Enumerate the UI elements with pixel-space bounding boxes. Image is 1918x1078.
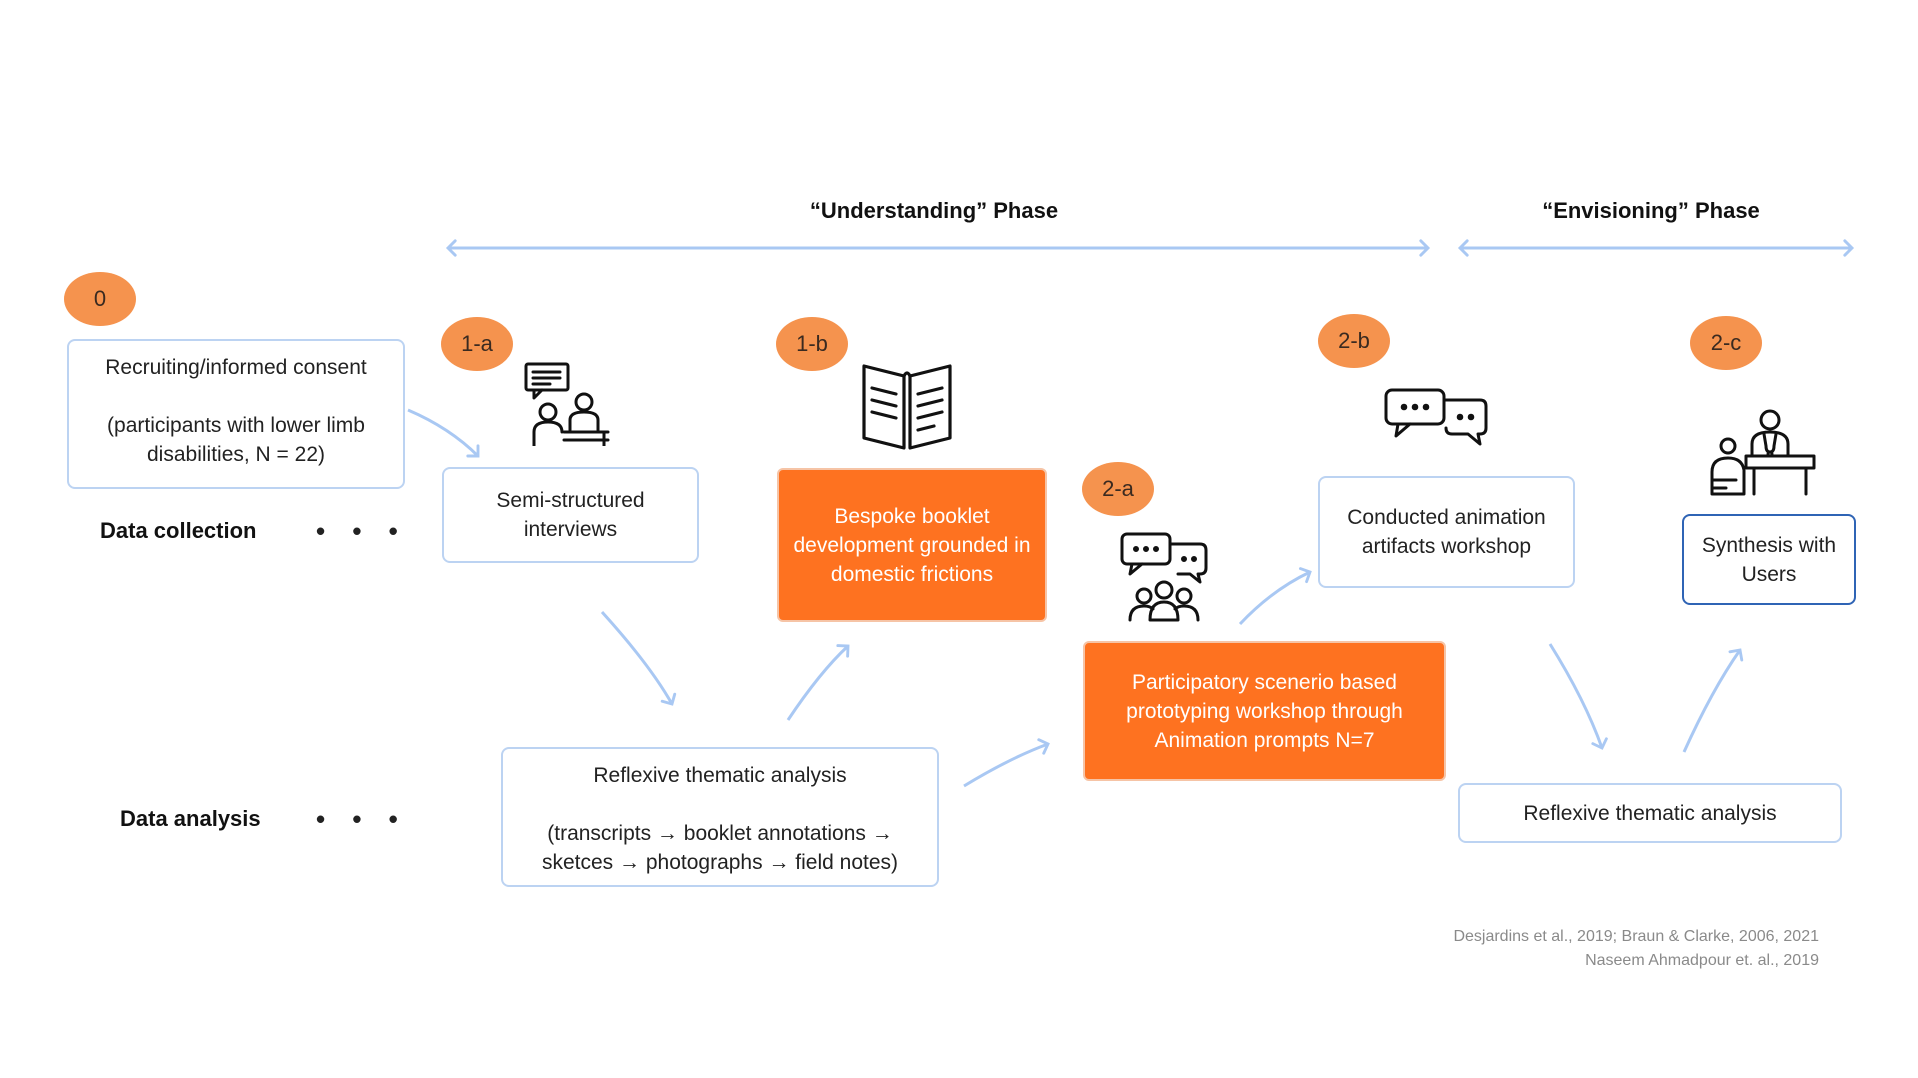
badge-2b: 2-b — [1318, 314, 1390, 368]
understanding-phase-title: “Understanding” Phase — [809, 198, 1059, 223]
citation-line-1: Desjardins et al., 2019; Braun & Clarke,… — [1453, 928, 1819, 945]
badge-1a: 1-a — [441, 317, 513, 371]
bespoke-booklet-label: Bespoke booklet development grounded in … — [793, 504, 1031, 586]
participatory-workshop-box: Participatory scenerio based prototyping… — [1083, 641, 1446, 781]
booklet-icon — [862, 364, 952, 450]
data-analysis-label: Data analysis — [120, 806, 261, 831]
arrow-recruit-to-interviews — [407, 408, 480, 458]
arrow-interviews-to-analysis — [600, 610, 677, 706]
badge-2a: 2-a — [1082, 462, 1154, 516]
participatory-workshop-label: Participatory scenerio based prototyping… — [1126, 670, 1403, 752]
arrow-analysis-to-booklet — [786, 644, 850, 721]
reflexive-analysis-title-1: Reflexive thematic analysis — [593, 764, 847, 787]
data-analysis-dots: • • • — [316, 804, 408, 834]
chat-bubbles-icon — [1384, 388, 1488, 446]
bespoke-booklet-box: Bespoke booklet development grounded in … — [777, 468, 1047, 622]
group-chat-icon — [1120, 532, 1208, 622]
badge-0: 0 — [64, 272, 136, 326]
reflexive-analysis-box-2: Reflexive thematic analysis — [1458, 783, 1842, 843]
badge-2c: 2-c — [1690, 316, 1762, 370]
synthesis-with-users-box: Synthesis with Users — [1682, 514, 1856, 605]
recruiting-consent-detail: (participants with lower limb disabiliti… — [107, 414, 365, 466]
synthesis-with-users-label: Synthesis with Users — [1701, 533, 1837, 586]
envisioning-phase-title: “Envisioning” Phase — [1542, 198, 1760, 223]
semi-structured-interviews-box: Semi-structured interviews — [442, 467, 699, 563]
animation-workshop-label: Conducted animation artifacts workshop — [1347, 506, 1546, 558]
data-collection-dots: • • • — [316, 516, 408, 546]
reflexive-analysis-box-1: Reflexive thematic analysis (transcripts… — [501, 747, 939, 887]
badge-1b: 1-b — [776, 317, 848, 371]
reflexive-analysis-label-2: Reflexive thematic analysis — [1523, 801, 1777, 825]
semi-structured-interviews-label: Semi-structured interviews — [496, 489, 645, 541]
reflexive-analysis-detail-1: (transcripts → booklet annotations → ske… — [541, 822, 898, 874]
arrow-animation-to-analysis2 — [1548, 643, 1608, 750]
data-collection-label: Data collection — [100, 518, 257, 543]
recruiting-consent-title: Recruiting/informed consent — [105, 356, 367, 379]
arrow-analysis-to-participatory — [963, 738, 1050, 788]
animation-workshop-box: Conducted animation artifacts workshop — [1318, 476, 1575, 588]
recruiting-consent-box: Recruiting/informed consent (participant… — [67, 339, 405, 489]
citation-line-2: Naseem Ahmadpour et. al., 2019 — [1585, 952, 1819, 969]
doctor-patient-icon — [1710, 409, 1816, 496]
arrow-participatory-to-animation — [1238, 567, 1312, 626]
arrow-analysis2-to-synthesis — [1682, 648, 1744, 753]
interview-icon — [524, 362, 610, 446]
